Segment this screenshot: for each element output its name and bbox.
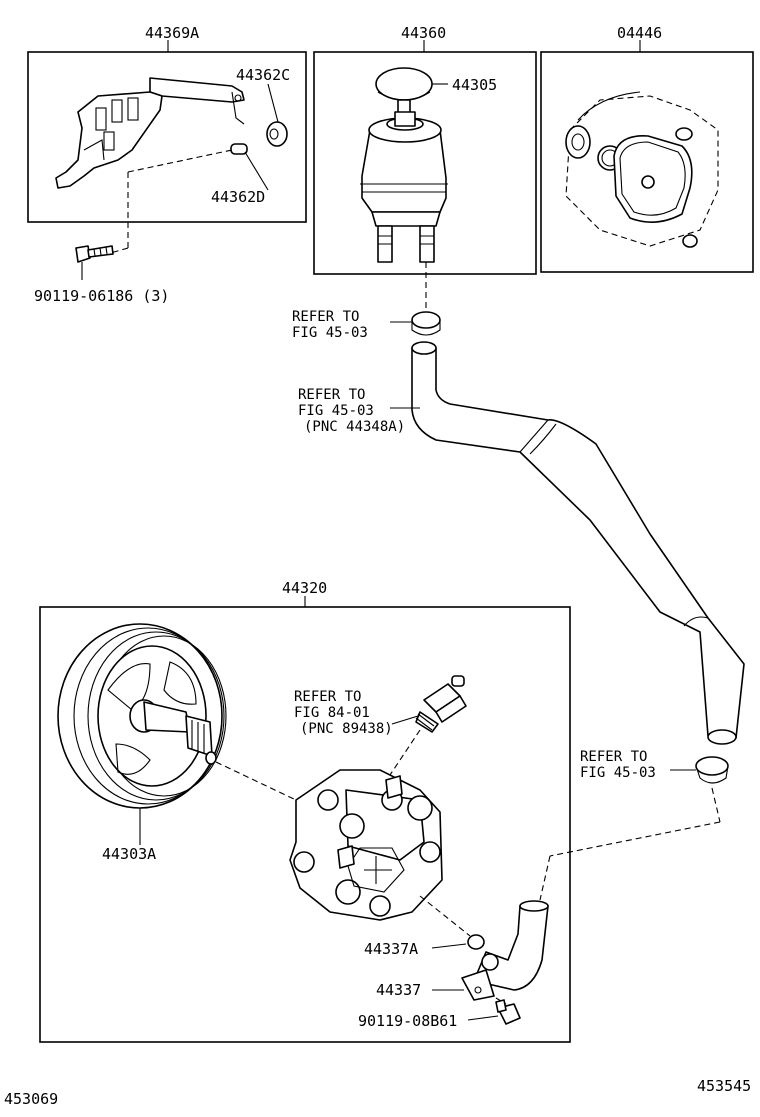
label-bracket-group: 44369A bbox=[145, 24, 199, 42]
clamp-ref-line2: FIG 45-03 bbox=[292, 325, 368, 341]
pulley bbox=[57, 623, 227, 809]
hose-ref-line1: REFER TO bbox=[298, 387, 365, 403]
collar-44362d bbox=[230, 143, 248, 155]
pump-body bbox=[289, 769, 443, 921]
hose-ref-line2: FIG 45-03 bbox=[298, 403, 374, 419]
lower-clamp-ref-line1: REFER TO bbox=[580, 749, 647, 765]
switch-ref-line2: FIG 84-01 bbox=[294, 705, 370, 721]
reservoir-cap bbox=[375, 67, 433, 115]
label-gasket-kit: 04446 bbox=[617, 24, 662, 42]
clamp-ref-line1: REFER TO bbox=[292, 309, 359, 325]
o-ring bbox=[467, 934, 485, 950]
gasket-kit bbox=[565, 91, 719, 248]
label-union: 44337 bbox=[376, 981, 421, 999]
reservoir-group-box bbox=[313, 51, 537, 275]
label-pump-assembly: 44320 bbox=[282, 579, 327, 597]
label-bracket-bolt: 90119-06186 (3) bbox=[34, 287, 169, 305]
label-reservoir-group: 44360 bbox=[401, 24, 446, 42]
label-union-bolt: 90119-08B61 bbox=[358, 1012, 457, 1030]
label-collar: 44362D bbox=[211, 188, 265, 206]
pressure-switch bbox=[415, 675, 467, 733]
reservoir-tank bbox=[360, 111, 448, 263]
label-o-ring: 44337A bbox=[364, 940, 418, 958]
footer-right-code: 453545 bbox=[697, 1077, 751, 1095]
bracket-bolt bbox=[75, 245, 114, 263]
return-hose bbox=[411, 341, 745, 745]
hose-ref-line3: (PNC 44348A) bbox=[304, 419, 405, 435]
footer-left-code: 453069 bbox=[4, 1090, 58, 1108]
lower-clamp bbox=[695, 756, 729, 784]
upper-clamp bbox=[411, 311, 441, 336]
union-bolt bbox=[495, 999, 521, 1025]
bracket bbox=[55, 77, 245, 189]
label-pulley: 44303A bbox=[102, 845, 156, 863]
label-cap: 44305 bbox=[452, 76, 497, 94]
gasket-kit-box bbox=[540, 51, 754, 273]
union bbox=[461, 900, 549, 1001]
switch-ref-line3: (PNC 89438) bbox=[300, 721, 393, 737]
switch-ref-line1: REFER TO bbox=[294, 689, 361, 705]
bracket-group-box bbox=[27, 51, 307, 223]
label-cushion: 44362C bbox=[236, 66, 290, 84]
lower-clamp-ref-line2: FIG 45-03 bbox=[580, 765, 656, 781]
cushion-44362c bbox=[266, 121, 288, 147]
